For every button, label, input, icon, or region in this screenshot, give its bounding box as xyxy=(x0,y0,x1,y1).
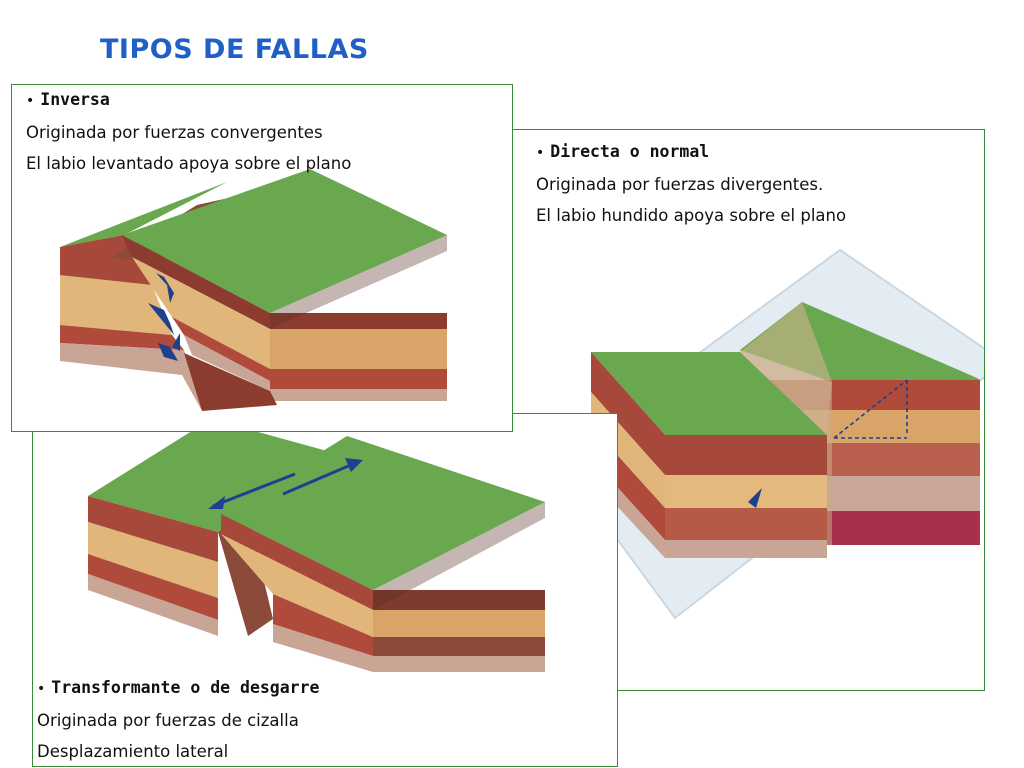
displacement-lines xyxy=(833,379,908,439)
page-title: TIPOS DE FALLAS xyxy=(100,34,369,65)
normal-fault-text: • Directa o normal Originada por fuerzas … xyxy=(536,136,846,231)
normal-fault-diagram xyxy=(555,248,984,620)
bullet-icon: • xyxy=(26,93,35,109)
inverse-fault-line1: Originada por fuerzas convergentes xyxy=(26,123,323,142)
transform-fault-line2: Desplazamiento lateral xyxy=(37,742,229,761)
normal-fault-heading: Directa o normal xyxy=(550,142,710,161)
inverse-fault-heading: Inversa xyxy=(40,90,110,109)
right-block xyxy=(122,169,447,411)
bullet-icon: • xyxy=(536,145,545,161)
extension-arrow-icon xyxy=(748,488,762,508)
inverse-fault-text: • Inversa Originada por fuerzas convergen… xyxy=(26,84,351,179)
bullet-icon: • xyxy=(37,681,46,697)
shear-arrow-icon xyxy=(208,458,363,509)
inverse-fault-diagram xyxy=(60,169,447,411)
transform-fault-line1: Originada por fuerzas de cizalla xyxy=(37,711,299,730)
inverse-fault-panel: • Inversa Originada por fuerzas convergen… xyxy=(11,84,513,432)
transform-fault-diagram xyxy=(88,419,545,672)
normal-fault-panel: • Directa o normal Originada por fuerzas … xyxy=(511,129,985,691)
left-block xyxy=(88,419,338,636)
compression-arrow-icon xyxy=(148,273,180,361)
inverse-fault-line2: El labio levantado apoya sobre el plano xyxy=(26,154,352,173)
right-block xyxy=(221,436,545,672)
transform-fault-heading: Transformante o de desgarre xyxy=(51,678,320,697)
normal-fault-line1: Originada por fuerzas divergentes. xyxy=(536,175,824,194)
transform-fault-panel: • Transformante o de desgarre Originada p… xyxy=(32,413,618,767)
normal-fault-line2: El labio hundido apoya sobre el plano xyxy=(536,206,847,225)
transform-fault-text: • Transformante o de desgarre Originada p… xyxy=(37,672,319,767)
